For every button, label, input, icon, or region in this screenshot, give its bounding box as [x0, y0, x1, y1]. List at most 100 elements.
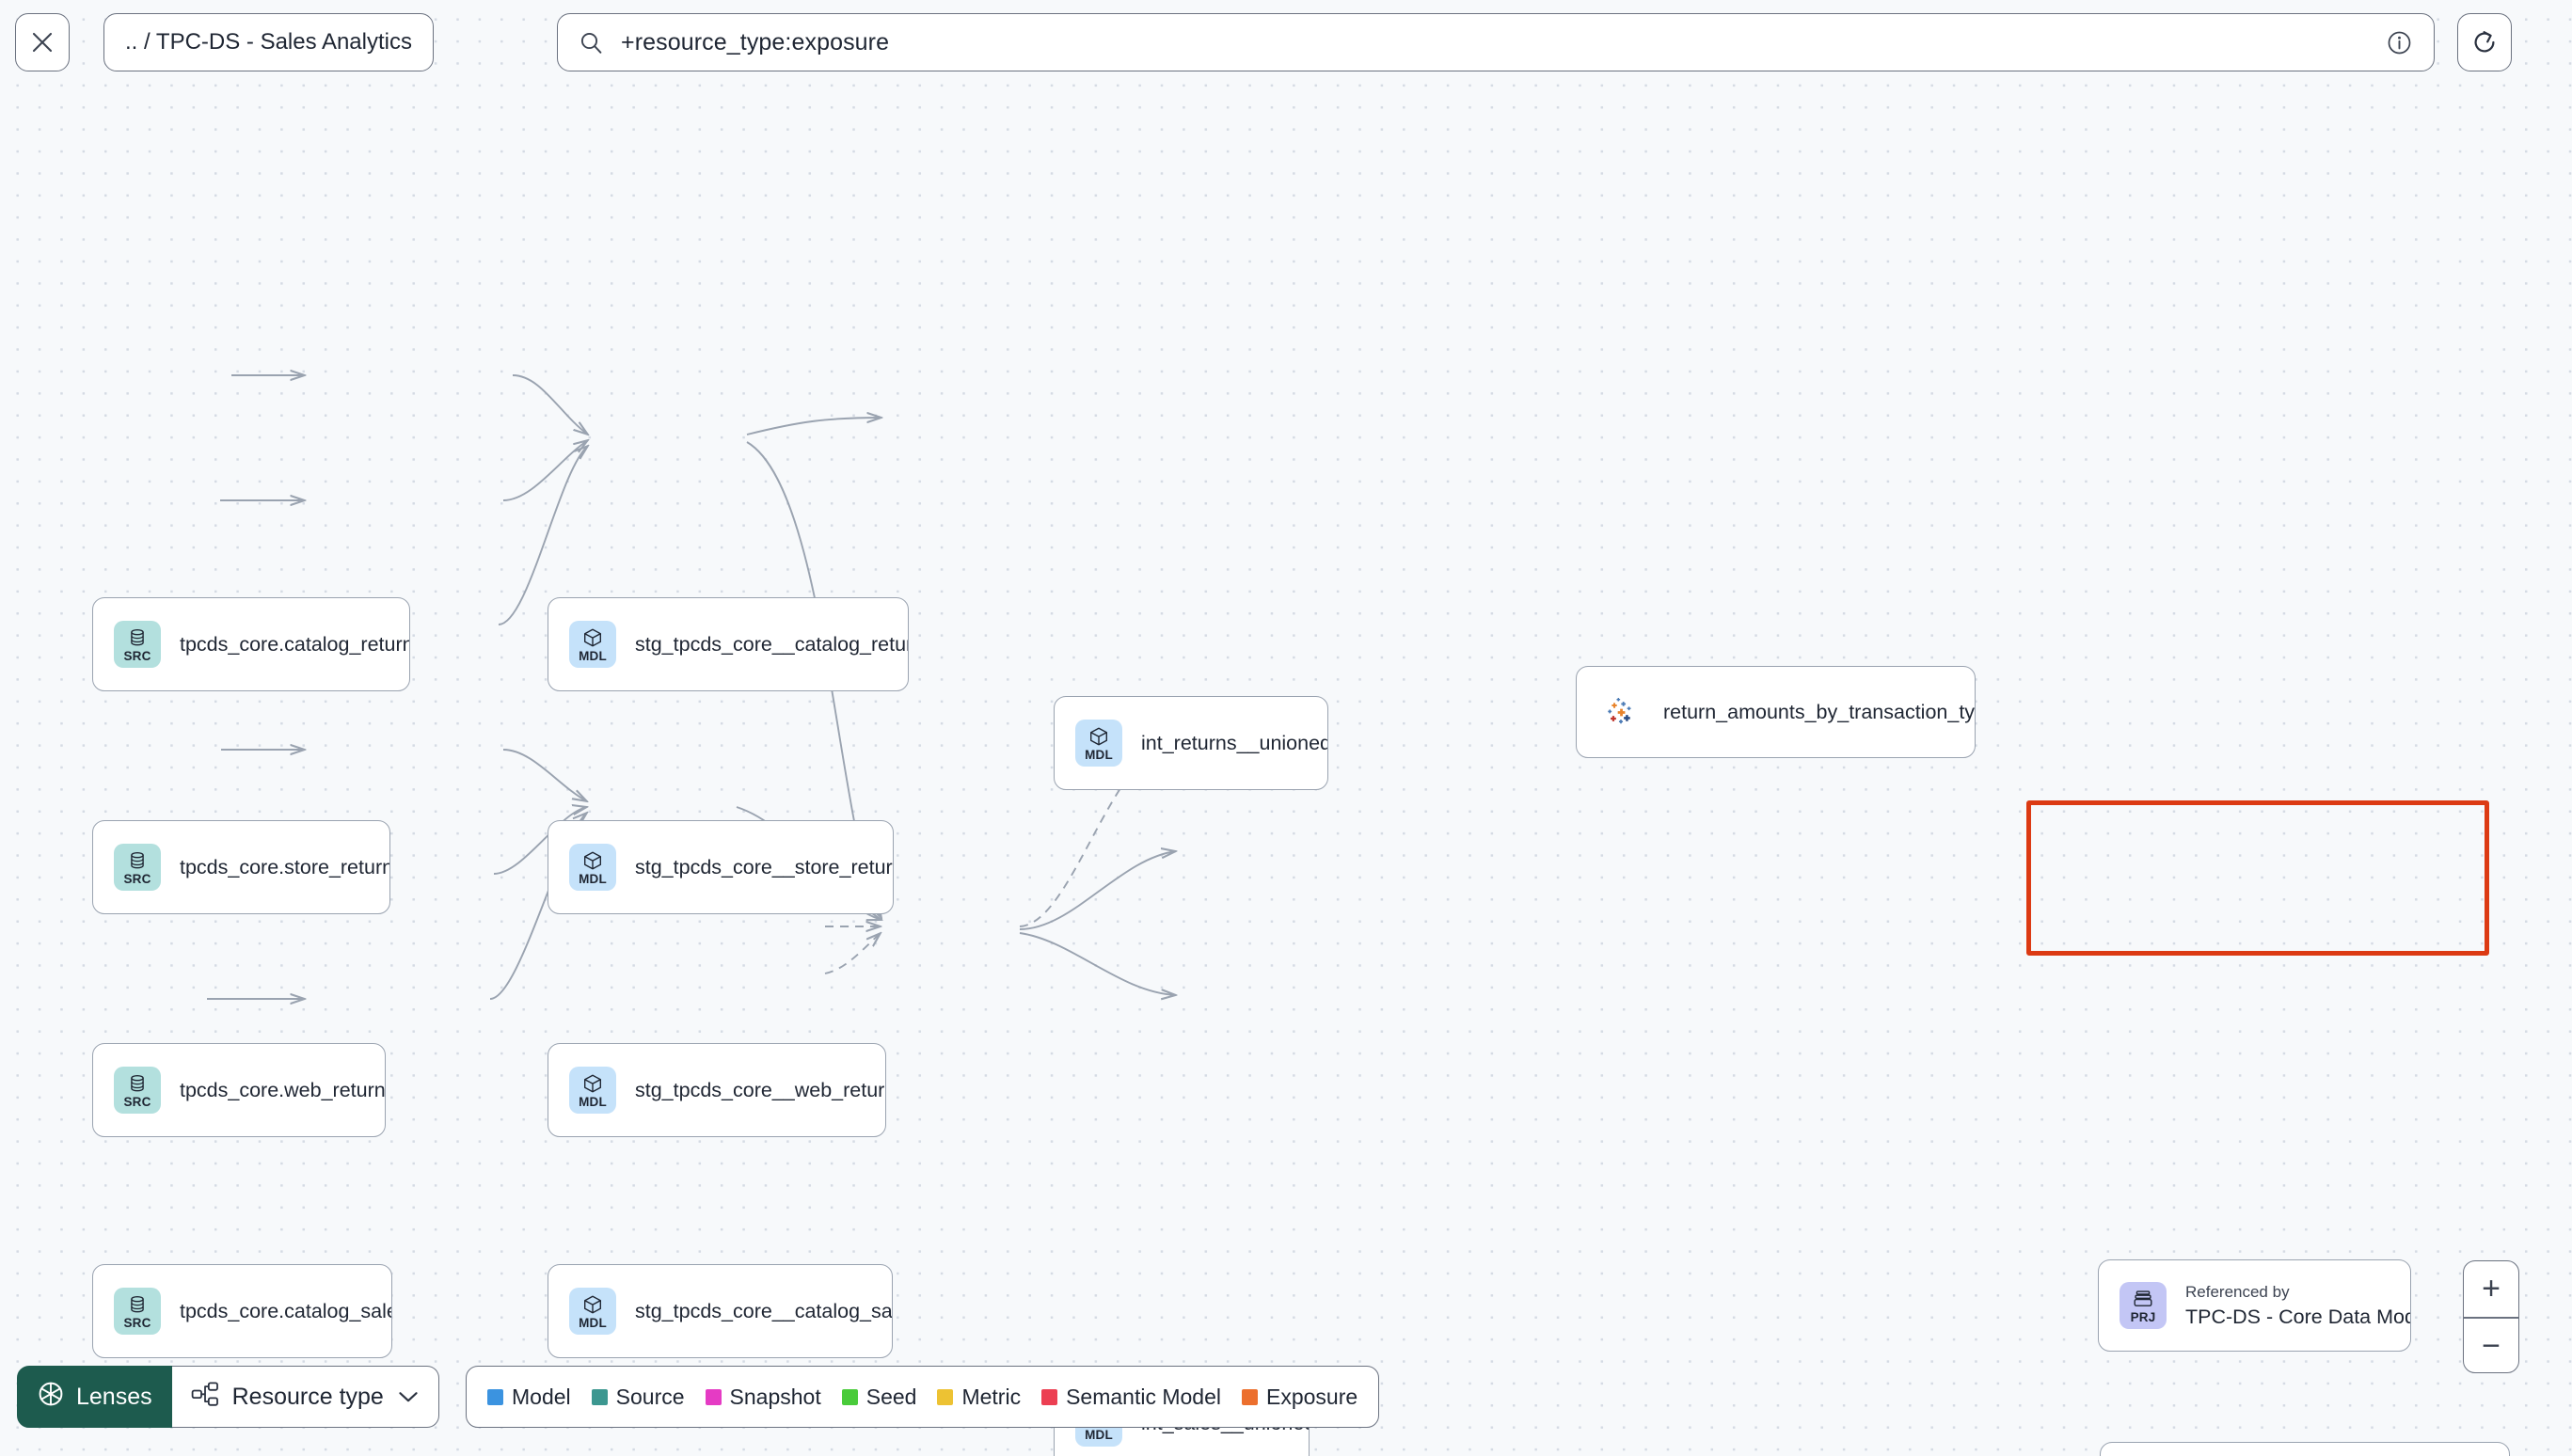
node-subtitle: Referenced by — [2185, 1282, 2290, 1301]
node-mdl-stg-catalog-returns[interactable]: MDL stg_tpcds_core__catalog_returns — [548, 597, 909, 691]
search-input[interactable]: +resource_type:exposure — [557, 13, 2435, 71]
node-text-stack: int_returns__unioned — [1141, 731, 1327, 755]
node-badge-label: MDL — [579, 1315, 607, 1330]
node-mdl-int-returns-unioned[interactable]: MDL int_returns__unioned — [1054, 696, 1328, 790]
database-icon: SRC — [114, 1288, 161, 1335]
node-badge-label: MDL — [579, 648, 607, 663]
close-icon — [32, 32, 53, 53]
lenses-control-group: Lenses Resource type — [17, 1366, 439, 1428]
legend-item-source[interactable]: Source — [591, 1384, 685, 1410]
node-text-stack: tpcds_core.catalog_sales — [180, 1299, 391, 1323]
node-badge-label: SRC — [123, 871, 151, 886]
plus-icon: + — [2482, 1271, 2501, 1306]
breadcrumb[interactable]: .. / TPC-DS - Sales Analytics — [103, 13, 434, 71]
legend-item-snapshot[interactable]: Snapshot — [705, 1384, 821, 1410]
node-text-stack: stg_tpcds_core__catalog_sales — [635, 1299, 892, 1323]
node-badge-label: PRJ — [2130, 1309, 2156, 1324]
legend-label: Exposure — [1266, 1384, 1358, 1409]
node-label: tpcds_core.catalog_returns — [180, 632, 409, 656]
selected-exposures-highlight — [2026, 800, 2489, 956]
zoom-out-button[interactable]: − — [2464, 1319, 2518, 1373]
cube-icon: MDL — [569, 844, 616, 891]
legend-label: Metric — [961, 1384, 1022, 1409]
search-query-text: +resource_type:exposure — [621, 28, 890, 55]
zoom-controls-divider — [2464, 1317, 2518, 1319]
node-badge-label: MDL — [1085, 1427, 1113, 1442]
legend-label: Source — [615, 1384, 685, 1409]
legend-item-semantic-model[interactable]: Semantic Model — [1041, 1385, 1221, 1410]
resource-type-legend: Model Source Snapshot Seed Metric Semantic Mo… — [466, 1366, 1380, 1428]
legend-item-seed[interactable]: Seed — [841, 1384, 917, 1410]
lenses-button[interactable]: Lenses — [17, 1366, 172, 1428]
legend-label: Seed — [865, 1384, 917, 1409]
tableau-exposure-icon — [1597, 688, 1644, 736]
legend-item-metric[interactable]: Metric — [937, 1385, 1021, 1410]
search-icon — [579, 30, 604, 55]
node-badge-label: MDL — [579, 1094, 607, 1109]
info-icon[interactable] — [2386, 29, 2413, 56]
node-mdl-stg-web-returns[interactable]: MDL stg_tpcds_core__web_returns — [548, 1043, 886, 1137]
node-label: stg_tpcds_core__catalog_returns — [635, 632, 908, 656]
lenses-label: Lenses — [76, 1383, 152, 1410]
legend-swatch-icon — [487, 1388, 503, 1405]
node-label: tpcds_core.store_returns — [180, 855, 389, 878]
cube-icon: MDL — [569, 621, 616, 668]
zoom-in-button[interactable]: + — [2464, 1261, 2518, 1317]
resource-type-dropdown[interactable]: Resource type — [171, 1366, 439, 1428]
node-src-catalog-sales[interactable]: SRC tpcds_core.catalog_sales — [92, 1264, 392, 1358]
node-exp-first-workbook[interactable]: first_workbook_attached_to_tpc-ds_-_… — [2100, 1442, 2510, 1456]
node-exp-return-amounts[interactable]: return_amounts_by_transaction_type — [1576, 666, 1976, 758]
node-label: TPC-DS - Core Data Models — [2185, 1305, 2410, 1328]
legend-swatch-icon — [705, 1388, 722, 1405]
node-mdl-stg-catalog-sales[interactable]: MDL stg_tpcds_core__catalog_sales — [548, 1264, 893, 1358]
database-icon: SRC — [114, 621, 161, 668]
node-badge-label: SRC — [123, 648, 151, 663]
legend-item-model[interactable]: Model — [487, 1385, 571, 1410]
legend-swatch-icon — [591, 1388, 608, 1405]
chevron-down-icon — [397, 1384, 420, 1411]
node-label: tpcds_core.catalog_sales — [180, 1299, 391, 1322]
legend-swatch-icon — [1242, 1388, 1258, 1405]
node-text-stack: tpcds_core.store_returns — [180, 855, 389, 879]
refresh-button[interactable] — [2457, 13, 2512, 71]
legend-label: Snapshot — [729, 1384, 821, 1409]
node-label: stg_tpcds_core__web_returns — [635, 1078, 885, 1101]
node-text-stack: stg_tpcds_core__catalog_returns — [635, 632, 908, 657]
top-toolbar: .. / TPC-DS - Sales Analytics +resource_… — [0, 0, 2572, 111]
cube-icon: MDL — [569, 1067, 616, 1114]
node-badge-label: SRC — [123, 1094, 151, 1109]
node-text-stack: stg_tpcds_core__web_returns — [635, 1078, 885, 1102]
cube-icon: MDL — [1075, 720, 1122, 767]
legend-swatch-icon — [841, 1388, 858, 1405]
node-text-stack: Referenced by TPC-DS - Core Data Models — [2185, 1282, 2410, 1329]
node-label: stg_tpcds_core__catalog_sales — [635, 1299, 892, 1322]
node-text-stack: return_amounts_by_transaction_type — [1663, 700, 1975, 724]
zoom-controls: + − — [2463, 1260, 2519, 1373]
node-src-web-returns[interactable]: SRC tpcds_core.web_returns — [92, 1043, 386, 1137]
node-prj-referenced-by[interactable]: PRJ Referenced by TPC-DS - Core Data Model… — [2098, 1259, 2411, 1352]
database-icon: SRC — [114, 1067, 161, 1114]
legend-item-exposure[interactable]: Exposure — [1242, 1385, 1357, 1410]
database-icon: SRC — [114, 844, 161, 891]
node-badge-label: MDL — [1085, 747, 1113, 762]
node-label: tpcds_core.web_returns — [180, 1078, 385, 1101]
node-text-stack: tpcds_core.web_returns — [180, 1078, 385, 1102]
legend-label: Model — [512, 1384, 571, 1409]
node-src-catalog-returns[interactable]: SRC tpcds_core.catalog_returns — [92, 597, 410, 691]
close-button[interactable] — [15, 13, 70, 71]
breadcrumb-label: .. / TPC-DS - Sales Analytics — [125, 29, 412, 55]
refresh-icon — [2474, 31, 2495, 53]
hierarchy-icon — [191, 1381, 219, 1414]
node-badge-label: SRC — [123, 1315, 151, 1330]
legend-swatch-icon — [937, 1388, 954, 1405]
node-mdl-stg-store-returns[interactable]: MDL stg_tpcds_core__store_returns — [548, 820, 894, 914]
node-text-stack: tpcds_core.catalog_returns — [180, 632, 409, 657]
node-badge-label: MDL — [579, 871, 607, 886]
minus-icon: − — [2482, 1327, 2501, 1364]
aperture-icon — [37, 1380, 65, 1415]
node-label: stg_tpcds_core__store_returns — [635, 855, 893, 878]
node-text-stack: stg_tpcds_core__store_returns — [635, 855, 893, 879]
node-src-store-returns[interactable]: SRC tpcds_core.store_returns — [92, 820, 390, 914]
legend-swatch-icon — [1041, 1388, 1058, 1405]
